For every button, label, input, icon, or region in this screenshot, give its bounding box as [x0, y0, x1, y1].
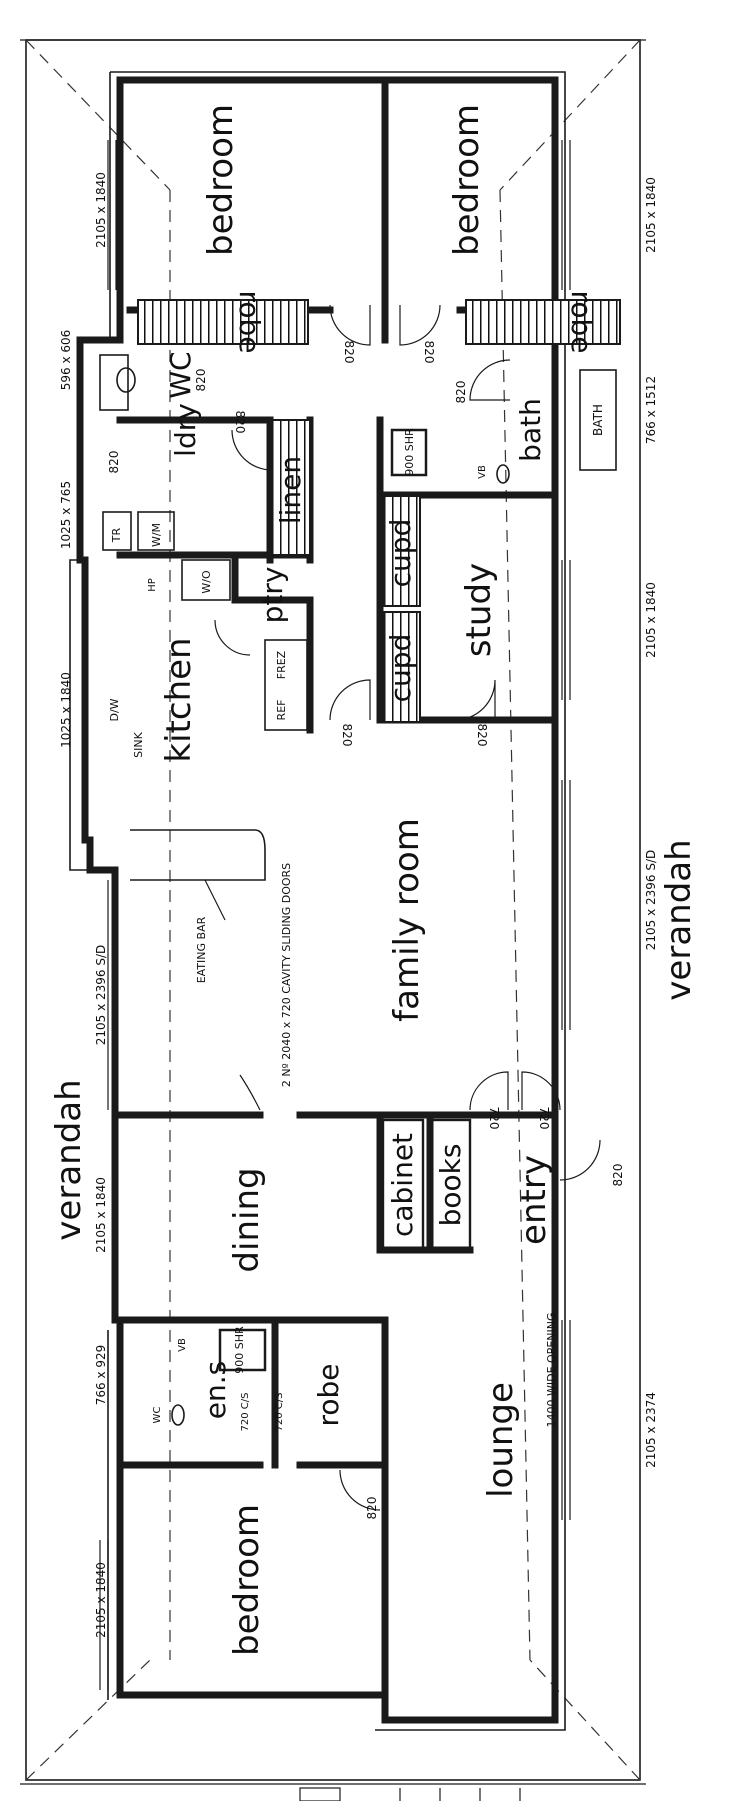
bedroom-bottom-label: bedroom	[227, 1504, 267, 1656]
study-label: study	[459, 563, 499, 657]
window-left-2: 596 x 606	[59, 330, 73, 391]
vanity-2-label: VB	[177, 1338, 188, 1352]
wo-label: W/O	[200, 570, 213, 594]
door-label-12: 720	[537, 1107, 551, 1130]
shower-1-label: 900 SHR	[403, 428, 416, 476]
cabinet-books-units	[381, 1118, 472, 1250]
cs-2-label: 720 C/S	[274, 1393, 285, 1432]
window-left-5: 2105 x 2396 S/D	[94, 945, 108, 1046]
cs-1-label: 720 C/S	[240, 1393, 251, 1432]
window-right-5: 2105 x 2374	[644, 1392, 658, 1468]
family-room-label: family room	[387, 818, 427, 1022]
bedroom-top-left-label: bedroom	[201, 104, 241, 256]
window-right-1: 2105 x 1840	[644, 177, 658, 253]
cabinet-label: cabinet	[386, 1133, 419, 1237]
window-left-8: 2105 x 1840	[94, 1562, 108, 1638]
eating-bar-label: EATING BAR	[195, 916, 208, 983]
sliding-doors-label: 2 Nº 2040 x 720 CAVITY SLIDING DOORS	[280, 863, 293, 1087]
window-left-4: 1025 x 1840	[59, 672, 73, 748]
cupd-1-label: cupd	[384, 519, 417, 588]
door-label-5: 820	[454, 381, 468, 404]
fixtures	[99, 354, 617, 1426]
door-label-3: 820	[194, 369, 208, 392]
window-left-6: 2105 x 1840	[94, 1177, 108, 1253]
books-label: books	[434, 1144, 467, 1227]
bath-label: bath	[514, 398, 547, 462]
opening-label: 1400 WIDE OPENING	[545, 1313, 558, 1428]
sliding-door-marks	[204, 879, 261, 1111]
window-right-3: 2105 x 1840	[644, 582, 658, 658]
door-label-7: 820	[340, 724, 354, 747]
window-marks	[99, 140, 571, 1690]
fixture-labels: 900 SHR 900 SHR BATH VB VB WC TR W/M W/O…	[108, 404, 605, 1431]
ensuite-label: en.s	[199, 1361, 232, 1419]
wc-small-label: WC	[152, 1407, 163, 1424]
room-labels: bedroom bedroom kitchen family room dini…	[49, 104, 699, 1656]
window-right-2: 766 x 1512	[644, 376, 658, 444]
shower-2-label: 900 SHR	[233, 1326, 246, 1374]
door-label-2: 820	[422, 341, 436, 364]
hp-label: HP	[147, 578, 158, 592]
pantry-label: ptry	[256, 567, 289, 624]
window-left-1: 2105 x 1840	[94, 172, 108, 248]
bath-tub-label: BATH	[591, 404, 605, 436]
door-label-8: 820	[475, 724, 489, 747]
wc-label: WC	[164, 351, 197, 398]
window-left-3: 1025 x 765	[59, 481, 73, 549]
door-size-labels: 820 820 820 820 820 820 820 820 820 820 …	[107, 341, 625, 1520]
bedroom-top-right-label: bedroom	[447, 104, 487, 256]
dining-label: dining	[227, 1167, 267, 1272]
cupd-2-label: cupd	[384, 634, 417, 703]
entry-label: entry	[514, 1155, 554, 1245]
ref-label: REF	[275, 700, 288, 721]
tr-label: TR	[110, 527, 123, 543]
kitchen-label: kitchen	[159, 637, 199, 762]
door-label-1: 820	[342, 341, 356, 364]
verandah-left-label: verandah	[49, 1079, 89, 1240]
door-label-10: 820	[365, 1497, 379, 1520]
robe-bottom-label: robe	[312, 1363, 345, 1426]
window-right-4: 2105 x 2396 S/D	[644, 850, 658, 951]
door-swings	[214, 304, 601, 1511]
roof-outline	[20, 39, 646, 1785]
robe-left-label: robe	[233, 290, 266, 353]
door-label-11: 720	[487, 1107, 501, 1130]
exterior-walls	[69, 71, 566, 1731]
lounge-label: lounge	[481, 1382, 521, 1498]
vanity-1-label: VB	[477, 465, 488, 479]
hatched-joinery	[137, 299, 621, 723]
room-labels-medium: robe robe robe en.s bath ldry WC linen p…	[164, 290, 598, 1426]
dw-label: D/W	[108, 698, 121, 721]
linen-label: linen	[274, 456, 307, 524]
bottom-fragment-frame	[299, 1787, 521, 1801]
laundry-label: ldry	[169, 403, 202, 457]
door-label-4: 820	[233, 411, 247, 434]
window-size-labels: 2105 x 1840 596 x 606 1025 x 765 1025 x …	[59, 172, 658, 1638]
door-label-6: 820	[107, 451, 121, 474]
sink-label: SINK	[132, 731, 145, 757]
door-label-9: 820	[611, 1164, 625, 1187]
frez-label: FREZ	[275, 650, 288, 679]
robe-right-label: robe	[565, 290, 598, 353]
verandah-right-label: verandah	[659, 839, 699, 1000]
window-left-7: 766 x 929	[94, 1345, 108, 1406]
wm-label: W/M	[150, 523, 163, 547]
